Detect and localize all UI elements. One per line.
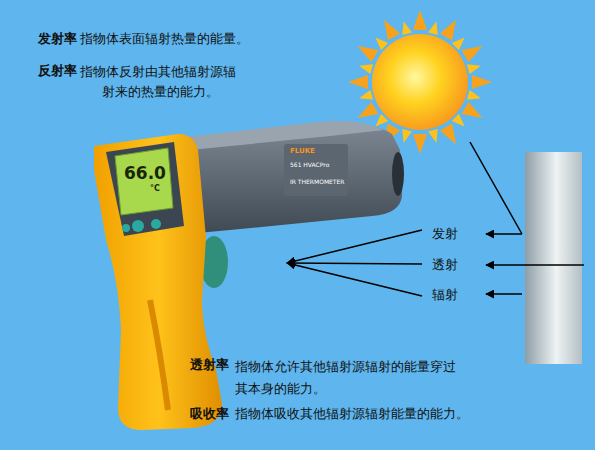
model-label: 561 HVACPro — [290, 161, 329, 169]
ray-label: 透射 — [432, 256, 458, 273]
sun-ray — [413, 10, 427, 30]
term-heading: 反射率 — [38, 62, 77, 79]
term-definition: 指物体表面辐射热量的能量。 — [80, 30, 249, 47]
converging-arrow — [287, 263, 422, 264]
term-definition: 指物体反射由其他辐射源辐射来的热量的能力。 — [80, 62, 247, 102]
sun-ray — [472, 75, 492, 89]
sun-ray — [462, 40, 486, 62]
sun-ray — [358, 61, 373, 74]
converging-arrow — [287, 263, 422, 296]
emitted-arrow — [486, 293, 522, 295]
button — [122, 224, 130, 232]
sun-ray — [399, 20, 412, 35]
transmitted-arrow — [486, 264, 584, 266]
sun-ray — [358, 90, 373, 103]
sun-ray — [467, 61, 482, 74]
sun-ray — [440, 16, 462, 40]
sun-ray — [372, 34, 388, 50]
display-screen — [115, 148, 173, 215]
sun-ray — [452, 114, 468, 130]
grip-stripe — [150, 300, 168, 410]
sun-ray — [462, 102, 486, 124]
sun-ray — [354, 102, 378, 124]
sun-ray — [452, 34, 468, 50]
sun-ray — [399, 129, 412, 144]
button — [151, 219, 161, 229]
sun-ray — [354, 40, 378, 62]
side-plate — [284, 144, 348, 196]
object-column — [525, 152, 582, 364]
sun-ray — [348, 75, 368, 89]
incoming-ray — [470, 142, 522, 234]
face-plate — [106, 142, 184, 236]
sun-disc — [372, 34, 468, 130]
sun-ray — [378, 16, 400, 40]
display-unit: °C — [150, 184, 160, 194]
converging-arrow — [287, 230, 422, 263]
sun-ray — [467, 90, 482, 103]
ray-label: 发射 — [432, 225, 458, 242]
brand-label: FLUKE — [290, 147, 315, 156]
sun-ray — [413, 134, 427, 154]
sun-ray — [428, 129, 441, 144]
term-heading: 发射率 — [38, 30, 77, 47]
model-label: IR THERMOMETER — [290, 178, 344, 186]
ray-label: 辐射 — [432, 286, 458, 303]
reflected-arrow — [486, 233, 522, 235]
button — [132, 220, 144, 232]
display-reading: 66.0 — [124, 162, 166, 184]
sun-ray — [428, 20, 441, 35]
sensor-lens — [392, 152, 404, 196]
handle — [94, 134, 222, 430]
term-heading: 透射率 — [190, 356, 229, 373]
term-definition: 指物体吸收其他辐射源辐射能量的能力。 — [235, 405, 469, 422]
term-definition: 指物体允许其他辐射源辐射的能量穿过其本身的能力。 — [235, 356, 463, 400]
term-heading: 吸收率 — [190, 405, 229, 422]
sun-ray — [440, 124, 462, 148]
